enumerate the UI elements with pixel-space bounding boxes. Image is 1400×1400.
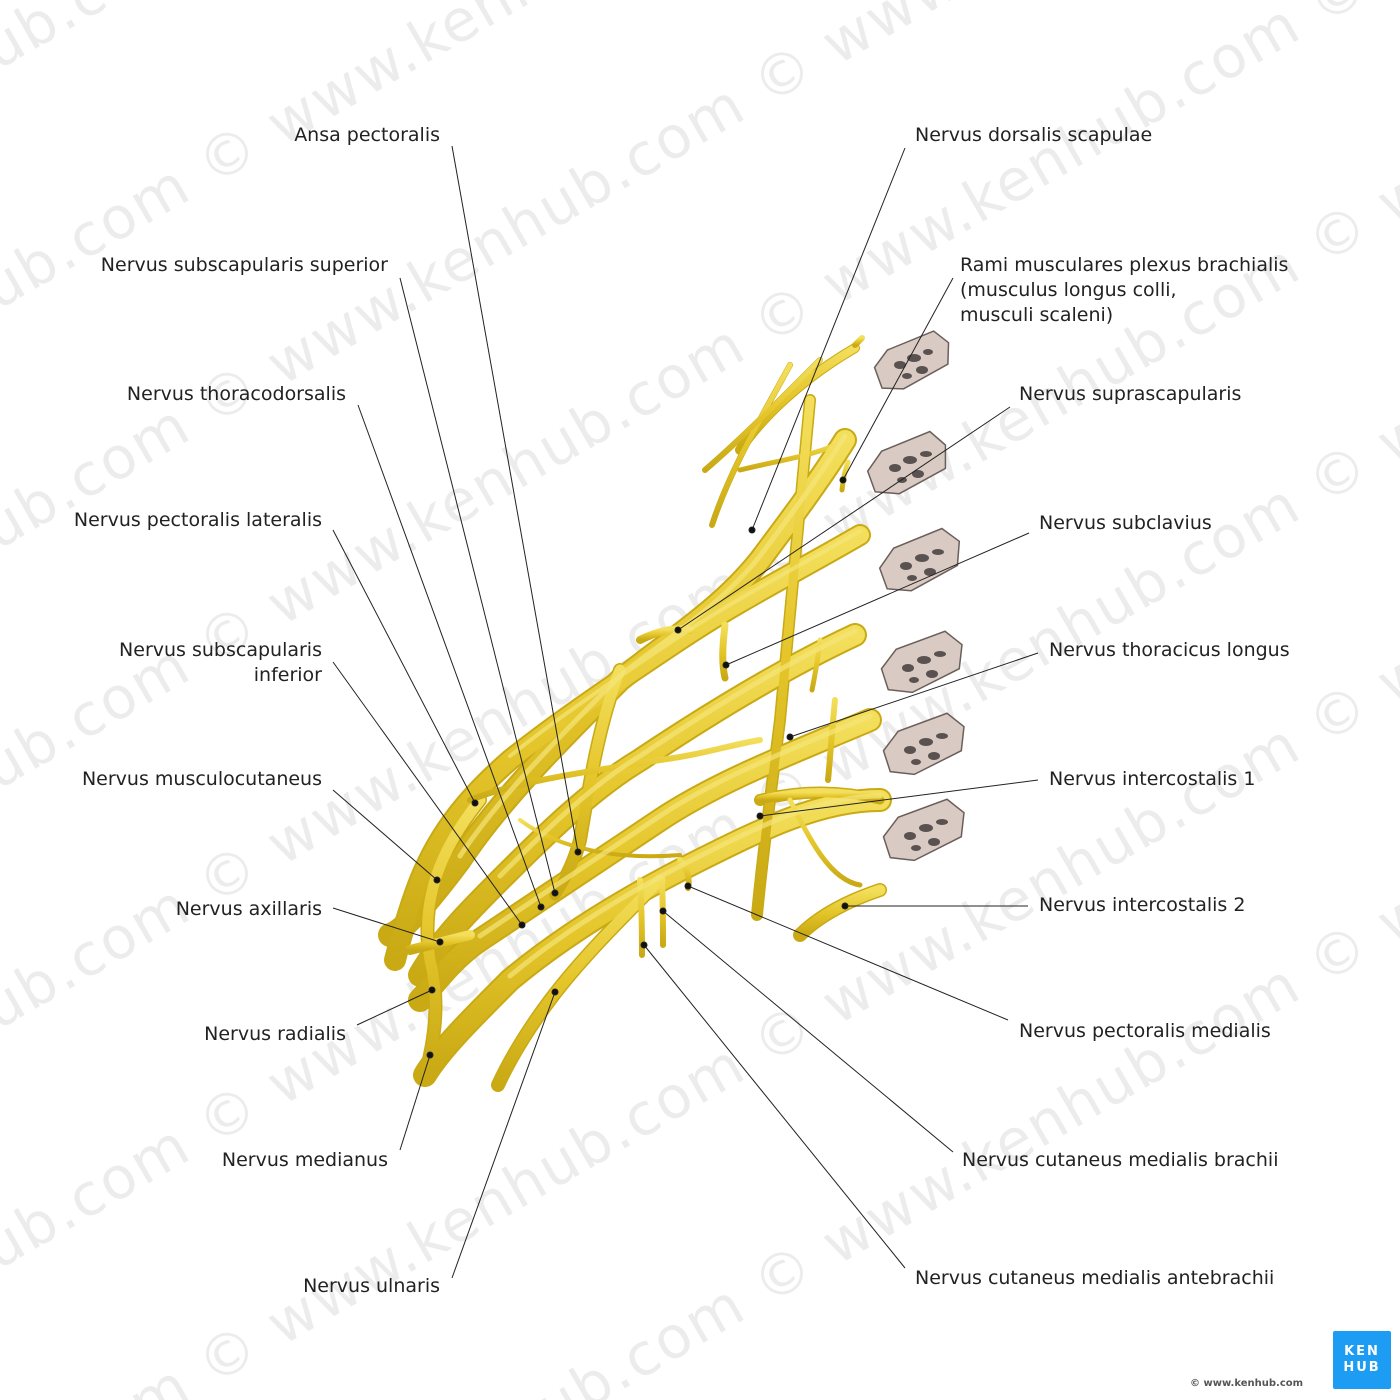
label-rami-musculares: Rami musculares plexus brachialis (muscu… [960,253,1288,328]
label-nervus-radialis: Nervus radialis [204,1023,346,1045]
label-nervus-musculocutaneus: Nervus musculocutaneus [81,768,322,790]
logo-line: KEN [1344,1344,1380,1359]
label-nervus-thoracicus-longus: Nervus thoracicus longus [1049,639,1290,661]
label-nervus-thoracodorsalis: Nervus thoracodorsalis [126,383,346,405]
kenhub-logo[interactable]: KEN HUB [1333,1331,1391,1389]
label-nervus-subclavius: Nervus subclavius [1039,512,1212,534]
label-nervus-axillaris: Nervus axillaris [175,898,322,920]
label-line: Rami musculares plexus brachialis [960,254,1289,276]
label-nervus-suprascapularis: Nervus suprascapularis [1019,383,1242,405]
label-nervus-pectoralis-medialis: Nervus pectoralis medialis [1019,1020,1271,1042]
label-nervus-cutaneus-medialis-antebrachii: Nervus cutaneus medialis antebrachii [915,1267,1275,1289]
label-nervus-pectoralis-lateralis: Nervus pectoralis lateralis [73,509,322,531]
label-nervus-ulnaris: Nervus ulnaris [303,1275,440,1297]
nerves [378,335,892,1092]
label-nervus-dorsalis-scapulae: Nervus dorsalis scapulae [915,124,1153,146]
label-line: (musculus longus colli, [960,279,1177,301]
label-nervus-intercostalis-1: Nervus intercostalis 1 [1049,768,1256,790]
label-line: Nervus subscapularis [119,639,322,661]
leader-lines [332,145,1039,1279]
vertebra-holes [889,349,948,851]
label-nervus-subscapularis-superior: Nervus subscapularis superior [100,254,388,276]
label-nervus-cutaneus-medialis-brachii: Nervus cutaneus medialis brachii [962,1149,1279,1171]
label-ansa-pectoralis: Ansa pectoralis [294,124,440,146]
label-nervus-intercostalis-2: Nervus intercostalis 2 [1039,894,1246,916]
label-nervus-subscapularis-inferior: Nervus subscapularis inferior [119,638,322,688]
label-line: inferior [253,664,322,686]
vertebrae [866,330,965,862]
copyright-text: © www.kenhub.com [1190,1378,1304,1389]
vertebra-icon [866,430,947,495]
logo-line: HUB [1343,1360,1381,1375]
label-line: musculi scaleni) [960,304,1114,326]
label-nervus-medianus: Nervus medianus [221,1149,388,1171]
